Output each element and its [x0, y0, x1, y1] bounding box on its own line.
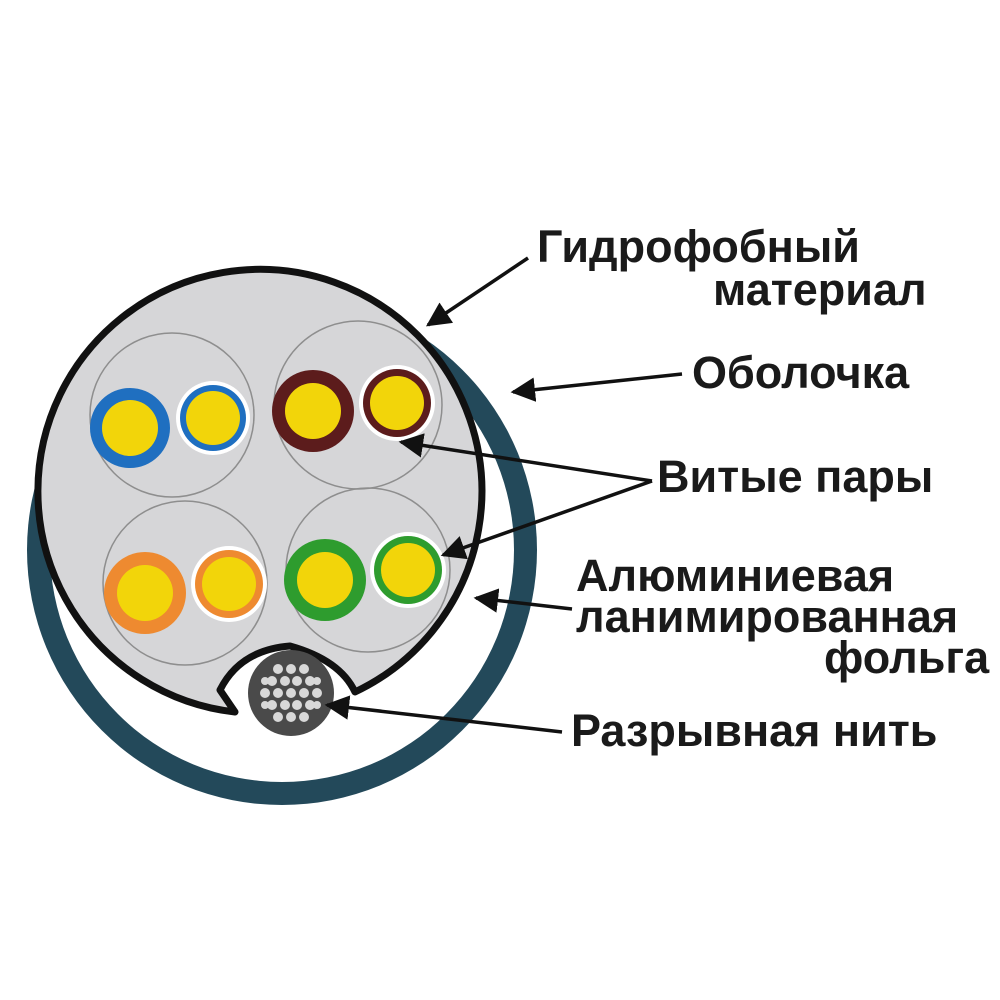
- label-foil-line3: фольга: [824, 632, 990, 683]
- conductor: [117, 565, 173, 621]
- aluminium-foil: [34, 265, 486, 716]
- leader-lines: [324, 256, 683, 734]
- conductor: [102, 400, 158, 456]
- ripcord: [248, 650, 334, 736]
- conductor: [186, 391, 240, 445]
- label-twisted-pairs: Витые пары: [657, 451, 933, 502]
- label-hydrophobic-line2: материал: [713, 264, 927, 315]
- arrow-foil: [473, 588, 573, 613]
- label-ripcord: Разрывная нить: [571, 705, 937, 756]
- conductor: [370, 376, 424, 430]
- conductor: [285, 383, 341, 439]
- label-sheath: Оболочка: [692, 347, 910, 398]
- label-foil-line2: ланимированная: [576, 591, 958, 642]
- arrow-sheath: [510, 372, 683, 402]
- twisted-pair-brown: [272, 320, 443, 490]
- arrow-pairs-lower: [440, 479, 653, 560]
- arrow-hydrophobic: [425, 256, 529, 327]
- label-foil-line1: Алюминиевая: [576, 550, 894, 601]
- twisted-pair-orange: [102, 500, 268, 666]
- arrow-pairs-upper: [398, 433, 653, 483]
- twisted-pair-blue: [89, 332, 255, 498]
- label-hydrophobic-line1: Гидрофобный: [537, 221, 860, 272]
- conductor: [202, 557, 256, 611]
- conductor: [381, 543, 435, 597]
- conductor: [297, 552, 353, 608]
- arrow-ripcord: [324, 695, 563, 734]
- twisted-pair-green: [284, 487, 451, 653]
